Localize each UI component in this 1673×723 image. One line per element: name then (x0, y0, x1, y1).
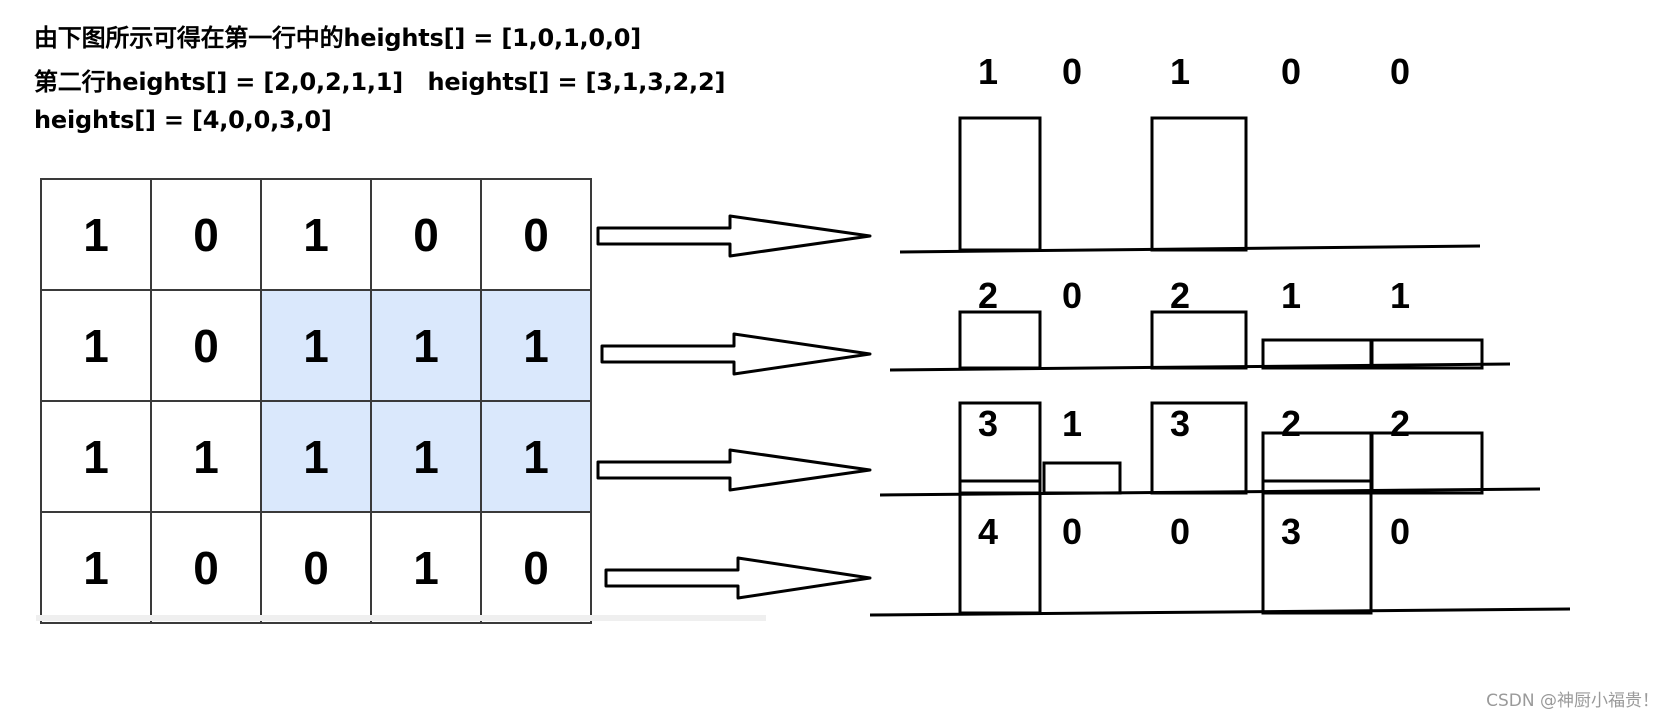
matrix-cell: 0 (150, 511, 262, 624)
matrix-cell-highlighted: 1 (260, 400, 372, 513)
histogram-label: 0 (1062, 511, 1082, 552)
histogram-label: 1 (1281, 275, 1301, 316)
matrix-cell: 1 (260, 178, 372, 291)
histogram-label: 2 (1390, 403, 1410, 444)
arrow-icon (596, 214, 872, 258)
histogram-label: 1 (1170, 51, 1190, 92)
histogram-label: 0 (1062, 275, 1082, 316)
histograms-group: 1 0 1 0 0 2 0 2 1 1 3 1 3 2 2 4 0 0 3 0 (869, 51, 1571, 617)
histogram-label: 0 (1281, 51, 1301, 92)
histogram-label: 0 (1390, 51, 1410, 92)
histogram-label: 2 (1281, 403, 1301, 444)
histogram-bar (958, 310, 1042, 370)
matrix-cell: 1 (40, 400, 152, 513)
matrix-cell-highlighted: 1 (370, 289, 482, 402)
histogram-bar (1150, 401, 1248, 495)
histogram-bar (958, 116, 1042, 252)
arrow-icon (600, 332, 872, 376)
histogram-bar (1261, 431, 1373, 495)
header-line-3: heights[] = [4,0,0,3,0] (34, 106, 332, 134)
matrix-cell-highlighted: 1 (370, 400, 482, 513)
histogram-bar (1370, 431, 1484, 495)
header-line-2: 第二行heights[] = [2,0,2,1,1] heights[] = [… (34, 68, 726, 96)
histogram-label: 0 (1390, 511, 1410, 552)
histogram-label: 3 (1281, 511, 1301, 552)
histogram-label: 2 (978, 275, 998, 316)
histogram-bar (1150, 310, 1248, 370)
binary-matrix: 1 0 1 0 0 1 0 1 1 1 1 1 1 1 1 1 0 0 1 0 (40, 178, 592, 624)
histogram-label: 1 (1062, 403, 1082, 444)
histogram-bar (958, 479, 1042, 615)
table-shadow (36, 615, 766, 621)
watermark: CSDN @神厨小福贵！ (1486, 691, 1659, 711)
histogram-label: 4 (978, 511, 998, 552)
matrix-cell-highlighted: 1 (480, 400, 592, 513)
matrix-cell: 0 (480, 511, 592, 624)
matrix-cell: 0 (370, 178, 482, 291)
histogram-label: 3 (978, 403, 998, 444)
matrix-cell: 1 (40, 289, 152, 402)
matrix-cell-highlighted: 1 (480, 289, 592, 402)
histogram-bar (1042, 461, 1122, 495)
matrix-cell: 0 (150, 178, 262, 291)
matrix-row: 1 1 1 1 1 (40, 400, 592, 513)
histogram-bar (1261, 338, 1373, 370)
matrix-cell: 1 (40, 178, 152, 291)
matrix-row: 1 0 1 1 1 (40, 289, 592, 402)
header-line-1: 由下图所示可得在第一行中的heights[] = [1,0,1,0,0] (34, 24, 642, 52)
matrix-cell: 1 (40, 511, 152, 624)
histogram-label: 2 (1170, 275, 1190, 316)
histogram-bar (1261, 479, 1373, 615)
matrix-cell: 1 (370, 511, 482, 624)
arrows-group (596, 214, 872, 600)
matrix-cell: 0 (260, 511, 372, 624)
matrix-cell: 0 (480, 178, 592, 291)
histogram-label: 0 (1170, 511, 1190, 552)
arrow-icon (604, 556, 872, 600)
matrix-cell: 0 (150, 289, 262, 402)
histogram-bar (958, 401, 1042, 495)
matrix-row: 1 0 1 0 0 (40, 178, 592, 291)
matrix-cell-highlighted: 1 (260, 289, 372, 402)
histogram-bar (1150, 116, 1248, 252)
histogram-label: 3 (1170, 403, 1190, 444)
histogram-label: 1 (1390, 275, 1410, 316)
histogram-bar (1370, 338, 1484, 370)
histogram-label: 0 (1062, 51, 1082, 92)
matrix-cell: 1 (150, 400, 262, 513)
histogram-label: 1 (978, 51, 998, 92)
arrow-icon (596, 448, 872, 492)
matrix-row: 1 0 0 1 0 (40, 511, 592, 624)
